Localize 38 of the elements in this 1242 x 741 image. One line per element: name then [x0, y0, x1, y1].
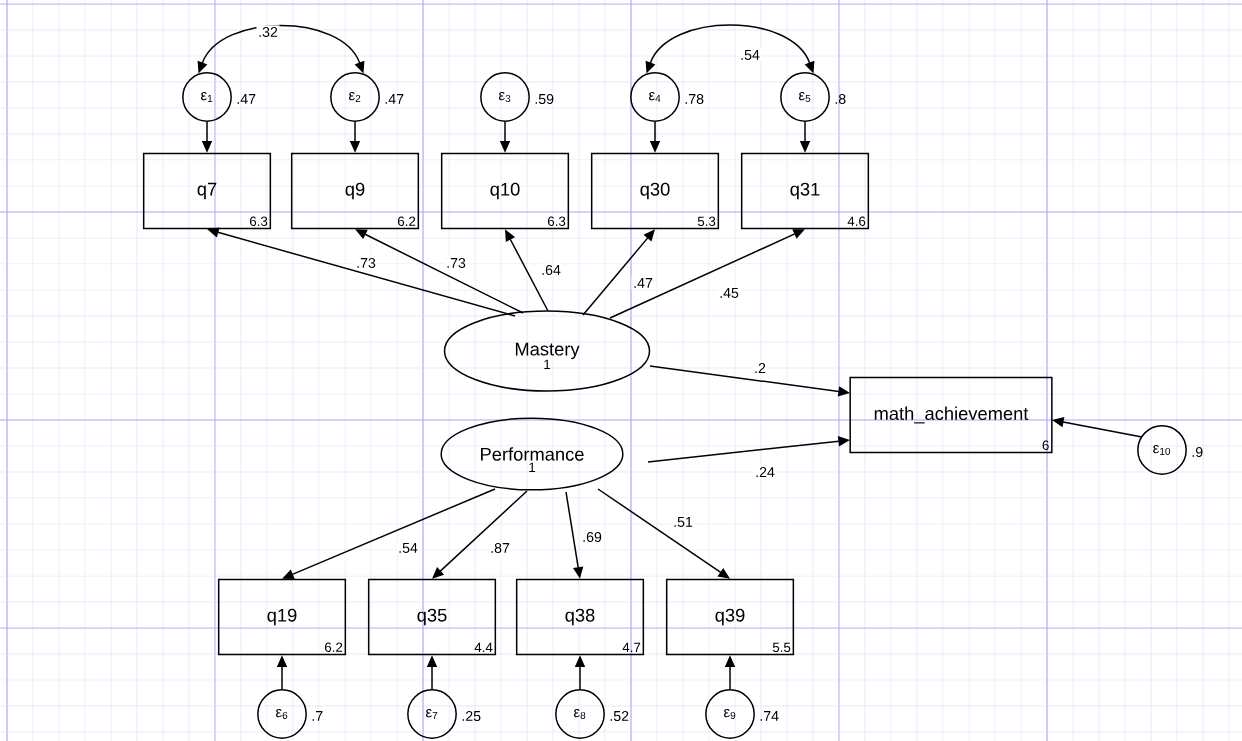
variable-box: math_achievement 6: [849, 376, 1053, 454]
variance-label: .9: [1192, 447, 1203, 457]
edge-label: .73: [444, 256, 468, 270]
edge-label: .32: [256, 25, 280, 39]
variance-label: .52: [610, 711, 629, 721]
variance-label: .7: [312, 711, 323, 721]
edge-label: .47: [631, 276, 655, 290]
edge-label: .87: [488, 541, 512, 555]
path-arrow: [355, 229, 524, 314]
variable-box: q7 6.3: [142, 152, 272, 230]
edge-label: .45: [717, 286, 741, 300]
variance-label: .47: [237, 94, 256, 104]
variable-box: q9 6.2: [290, 152, 420, 230]
path-arrow: [582, 229, 655, 316]
path-arrow: [432, 490, 528, 579]
variance-label: .8: [835, 94, 846, 104]
variable-box: q31 4.6: [740, 152, 870, 230]
variable-box: q30 5.3: [590, 152, 720, 230]
edge-label: .54: [396, 541, 420, 555]
edge-label: .54: [738, 48, 762, 62]
variance-label: .47: [385, 94, 404, 104]
path-arrow: [609, 229, 805, 319]
variance-label: .74: [760, 711, 779, 721]
variable-box: q38 4.7: [515, 578, 645, 656]
edge-label: .64: [539, 263, 563, 277]
edge-label: .73: [354, 256, 378, 270]
variable-box: q39 5.5: [665, 578, 795, 656]
variable-box: q10 6.3: [440, 152, 570, 230]
edge-label: .51: [671, 515, 695, 529]
path-arrow: [597, 488, 730, 579]
variable-box: q35 4.4: [367, 578, 497, 656]
edge-label: .24: [753, 465, 777, 479]
edge-label: .2: [752, 361, 768, 375]
variance-label: .25: [462, 711, 481, 721]
variance-label: .78: [685, 94, 704, 104]
edge-label: .69: [580, 530, 604, 544]
variance-label: .59: [535, 94, 554, 104]
variable-box: q19 6.2: [217, 578, 347, 656]
